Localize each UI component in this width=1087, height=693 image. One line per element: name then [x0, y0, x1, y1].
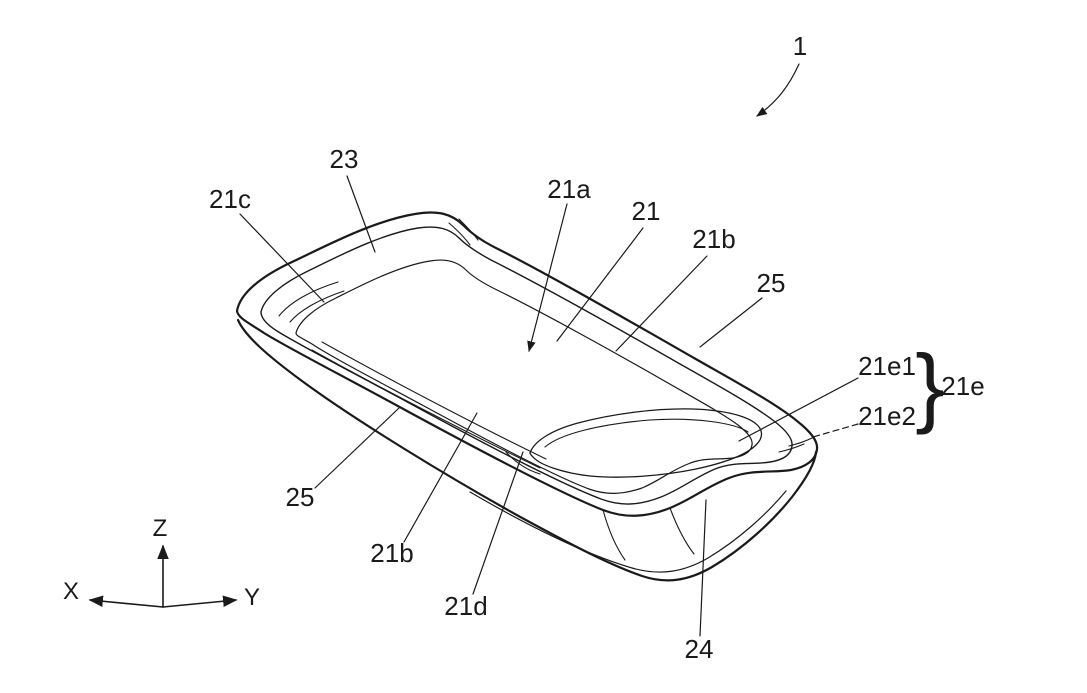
leader-23: [346, 175, 376, 253]
brace-21e: }: [915, 336, 944, 435]
corner-fillet-line-1: [278, 281, 339, 317]
leader-21b-lower: [403, 412, 478, 543]
label-25-upper: 25: [757, 268, 786, 298]
label-24: 24: [685, 634, 714, 664]
label-1: 1: [793, 31, 807, 61]
floor-crease-line-1: [311, 349, 541, 469]
label-21c: 21c: [209, 184, 251, 214]
label-23: 23: [330, 144, 359, 174]
leader-24: [699, 499, 707, 637]
leader-25-upper: [699, 297, 763, 348]
tray-floor-outline: [295, 259, 753, 494]
rim-step-line-2: [458, 218, 479, 241]
label-21a: 21a: [547, 174, 591, 204]
leader-21e1: [738, 377, 859, 442]
right-notch-line-1: [788, 437, 813, 447]
wall-contour-line-1: [602, 509, 626, 561]
leader-21e2: [812, 423, 859, 438]
leader-21a: [527, 203, 568, 353]
leader-1: [756, 63, 800, 117]
right-notch-line-2: [778, 443, 805, 453]
label-21e: 21e: [941, 371, 984, 401]
label-21b-lower: 21b: [370, 538, 413, 568]
label-21b-upper: 21b: [692, 224, 735, 254]
reference-labels: 1 23 21c 21a 21 21b 25 21e1 21e2 } 21e 2…: [209, 31, 985, 664]
label-21e1: 21e1: [858, 351, 916, 381]
leader-21d: [472, 451, 524, 595]
coordinate-axes: Z X Y: [63, 515, 260, 611]
corner-fillet-line-2: [289, 290, 345, 323]
leader-21: [556, 227, 644, 342]
y-axis-arrow: [162, 595, 238, 608]
leader-25-lower: [314, 407, 400, 489]
raised-pad-outline: [529, 408, 763, 478]
label-21d: 21d: [444, 591, 487, 621]
y-axis-label: Y: [244, 584, 260, 611]
leader-lines: [239, 63, 859, 637]
wall-contour-line-2: [669, 507, 695, 555]
x-axis-label: X: [63, 578, 79, 605]
tray-base-edge-line: [469, 490, 787, 573]
leader-21b-upper: [615, 255, 708, 352]
tray-base-outline: [236, 318, 818, 582]
z-axis-label: Z: [153, 515, 168, 542]
label-25-lower: 25: [286, 482, 315, 512]
tray-inner-rim: [260, 226, 793, 505]
recess-detail-line: [505, 451, 541, 475]
x-axis-arrow: [88, 595, 164, 608]
floor-crease-line-2: [321, 341, 547, 460]
label-21e2: 21e2: [858, 401, 916, 431]
tray-drawing: [235, 211, 819, 582]
raised-pad-top-line: [544, 418, 749, 448]
leader-21c: [239, 213, 325, 303]
tray-outer-rim: [235, 211, 819, 517]
rim-step-line-1: [448, 222, 471, 246]
label-21: 21: [632, 196, 661, 226]
